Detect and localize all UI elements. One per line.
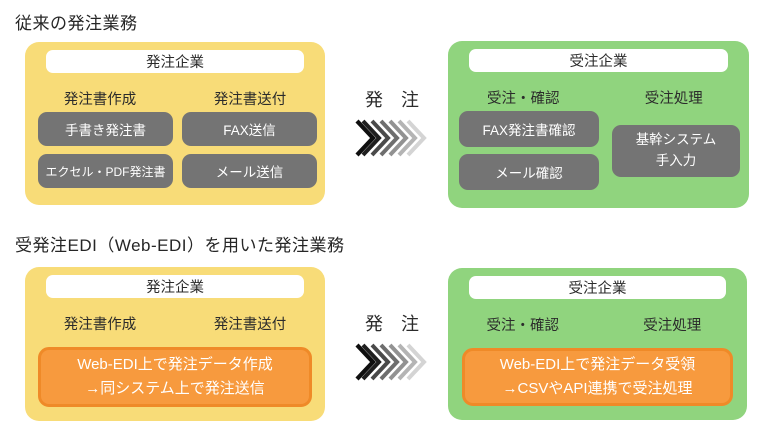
arrow-label: 発 注 bbox=[365, 314, 419, 334]
panel-receiver-webedi: 受注企業 受注・確認 受注処理 Web-EDI上で発注データ受領 →CSVやAP… bbox=[448, 268, 747, 420]
company-label-receiver: 受注企業 bbox=[469, 49, 728, 72]
panel-orderer-traditional: 発注企業 発注書作成 発注書送付 手書き発注書 エクセル・PDF発注書 FAX送… bbox=[25, 42, 325, 205]
company-label-orderer: 発注企業 bbox=[46, 50, 304, 73]
item-mail-send: メール送信 bbox=[182, 154, 317, 188]
order-flow-arrow-webedi: 発 注 bbox=[347, 310, 437, 381]
banner-webedi-receive-process: Web-EDI上で発注データ受領 →CSVやAPI連携で受注処理 bbox=[462, 348, 733, 406]
panel-orderer-webedi: 発注企業 発注書作成 発注書送付 Web-EDI上で発注データ作成 →同システム… bbox=[25, 267, 325, 421]
order-flow-arrow-traditional: 発 注 bbox=[347, 86, 437, 157]
item-core-system-manual-entry: 基幹システム 手入力 bbox=[612, 125, 740, 177]
company-label-receiver: 受注企業 bbox=[469, 276, 726, 299]
item-core-system-line1: 基幹システム bbox=[635, 132, 717, 148]
column-header-order-processing: 受注処理 bbox=[643, 318, 702, 334]
column-header-receive-confirm: 受注・確認 bbox=[487, 91, 560, 107]
column-header-order-processing: 受注処理 bbox=[644, 91, 703, 107]
item-fax-send: FAX送信 bbox=[182, 112, 317, 146]
banner-line2: →CSVやAPI連携で受注処理 bbox=[502, 380, 693, 397]
arrow-label: 発 注 bbox=[365, 90, 419, 110]
order-flow-chevrons-icon bbox=[355, 119, 427, 157]
panel-receiver-traditional: 受注企業 受注・確認 受注処理 FAX発注書確認 メール確認 基幹システム 手入… bbox=[448, 41, 749, 208]
section-title-traditional: 従来の発注業務 bbox=[15, 14, 138, 33]
item-mail-confirm: メール確認 bbox=[459, 154, 599, 190]
section-title-webedi: 受発注EDI（Web-EDI）を用いた発注業務 bbox=[15, 236, 345, 255]
item-core-system-line2: 手入力 bbox=[655, 153, 697, 168]
column-header-create-order: 発注書作成 bbox=[63, 92, 137, 108]
column-header-send-order: 発注書送付 bbox=[213, 317, 287, 333]
company-label-orderer: 発注企業 bbox=[46, 275, 304, 298]
item-fax-order-confirm: FAX発注書確認 bbox=[459, 111, 599, 147]
banner-line1: Web-EDI上で発注データ受領 bbox=[499, 356, 696, 373]
column-header-create-order: 発注書作成 bbox=[63, 317, 137, 333]
item-excel-pdf-order: エクセル・PDF発注書 bbox=[38, 154, 173, 188]
banner-line2: →同システム上で発注送信 bbox=[85, 380, 265, 397]
column-header-send-order: 発注書送付 bbox=[213, 92, 287, 108]
order-flow-chevrons-icon bbox=[355, 343, 427, 381]
column-header-receive-confirm: 受注・確認 bbox=[486, 318, 560, 334]
banner-line1: Web-EDI上で発注データ作成 bbox=[77, 356, 273, 373]
item-handwritten-order: 手書き発注書 bbox=[38, 112, 173, 146]
banner-webedi-create-send: Web-EDI上で発注データ作成 →同システム上で発注送信 bbox=[38, 347, 312, 407]
